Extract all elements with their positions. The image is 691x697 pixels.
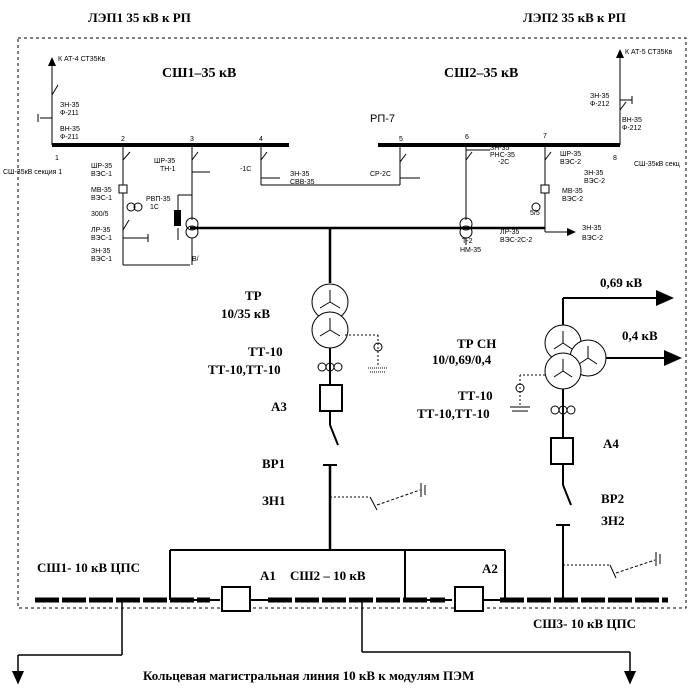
v-mark-label: В/	[192, 256, 199, 263]
rvp35-label: РВП-35	[146, 196, 171, 203]
lr35-2-label: ЛР-35	[500, 229, 519, 236]
rp7-boundary	[17, 37, 687, 609]
f211-label-a: Ф-211	[60, 110, 79, 117]
section1-label: СШ-35кВ секция 1	[3, 169, 62, 176]
rp7-label: РП-7	[370, 113, 395, 125]
zn35-2-label: ЗН-35	[584, 170, 604, 177]
zn35-2b-label: ЗН-35	[582, 225, 602, 232]
mv35-2-label: МВ-35	[562, 188, 583, 195]
trsn-label: ТР СН	[457, 336, 496, 351]
zn35-212-label: ЗН-35	[590, 93, 610, 100]
a3-label: А3	[271, 399, 287, 414]
tr-label: ТР	[245, 288, 262, 303]
a2-label: А2	[482, 561, 498, 576]
bay-7	[531, 145, 576, 236]
node-7: 7	[543, 133, 547, 140]
ssh1-10-label: СШ1- 10 кВ ЦПС	[37, 560, 140, 575]
c-1c-label: -1С	[240, 166, 251, 173]
ct-300-5-label: 300/5	[91, 211, 109, 218]
f211-label-b: Ф-211	[60, 134, 79, 141]
vr1-label: ВР1	[262, 456, 285, 471]
section2-label: СШ-35кВ секц	[634, 161, 680, 168]
ssh2-35-label: СШ2–35 кВ	[444, 66, 518, 81]
node-2: 2	[121, 136, 125, 143]
shr35-1-label: ШР-35	[91, 163, 112, 170]
zn1-label: ЗН1	[262, 493, 285, 508]
aux-transformer	[510, 290, 682, 600]
bay-3	[174, 145, 210, 265]
vze1-b-label: ВЭС-1	[91, 195, 112, 202]
bay-2	[118, 145, 190, 266]
c-2c-label: -2С	[498, 159, 509, 166]
ring-main-label: Кольцевая магистральная линия 10 кВ к мо…	[143, 668, 474, 683]
vr2-label: ВР2	[601, 491, 624, 506]
tt10-aux-label: ТТ-10	[458, 388, 493, 403]
tr-rating-label: 10/35 кВ	[221, 306, 270, 321]
vze1-a-label: ВЭС-1	[91, 171, 112, 178]
ct-5-5-label: 5/5	[530, 210, 540, 217]
lr35-1-label: ЛР-35	[91, 227, 110, 234]
vn35-211-label: ВН-35	[60, 126, 80, 133]
v069-label: 0,69 кВ	[600, 275, 642, 290]
vze1-d-label: ВЭС-1	[91, 256, 112, 263]
rns35-2c-label: РНС-35	[490, 152, 515, 159]
at5-label: К АТ-5 СТ35Кв	[625, 49, 673, 56]
rvp-1c-label: 1С	[150, 204, 159, 211]
switchgear-10kv	[169, 549, 506, 612]
bay-4	[260, 145, 400, 186]
lep2-label: ЛЭП2 35 кВ к РП	[523, 10, 626, 25]
v04-label: 0,4 кВ	[622, 328, 658, 343]
ssh3-10-label: СШ3- 10 кВ ЦПС	[533, 616, 636, 631]
shr35-tn-label: ШР-35	[154, 158, 175, 165]
sr-2c-label: СР-2С	[370, 171, 391, 178]
t2-label: Т-2	[462, 238, 473, 245]
node-4: 4	[259, 136, 263, 143]
trsn-rating-label: 10/0,69/0,4	[432, 352, 492, 367]
svv35-label: СВВ-35	[290, 179, 315, 186]
zn35-svv-label: ЗН-35	[290, 171, 310, 178]
lep1-label: ЛЭП1 35 кВ к РП	[88, 10, 191, 25]
vze2-d-label: ВЭС-2	[582, 235, 603, 242]
feeder-f211	[37, 57, 59, 145]
node-1: 1	[55, 155, 59, 162]
tn1-label: ТН-1	[160, 166, 176, 173]
f212-label-a: Ф-212	[590, 101, 609, 108]
feeder-f212	[616, 49, 633, 145]
zn35-1-label: ЗН-35	[91, 248, 111, 255]
at4-label: К АТ-4 СТ35Кв	[58, 56, 106, 63]
f212-label-b: Ф-212	[622, 125, 641, 132]
ssh2-10-label: СШ2 – 10 кВ	[290, 568, 366, 583]
zn35-2c-label: ЗН-35	[490, 145, 510, 152]
zn2-label: ЗН2	[601, 513, 624, 528]
shr35-2-label: ШР-35	[560, 151, 581, 158]
node-3: 3	[190, 136, 194, 143]
vze2-e-label: ВЭС-2С-2	[500, 237, 532, 244]
bay-6	[459, 145, 490, 245]
main-transformer	[311, 228, 426, 550]
vze1-c-label: ВЭС-1	[91, 235, 112, 242]
node-8: 8	[613, 155, 617, 162]
node-5: 5	[399, 136, 403, 143]
vze2-b-label: ВЭС-2	[584, 178, 605, 185]
ring-main-line	[12, 600, 636, 685]
tt10-label: ТТ-10	[248, 344, 283, 359]
a1-label: А1	[260, 568, 276, 583]
vn35-212-label: ВН-35	[622, 117, 642, 124]
tt10-set-label: ТТ-10,ТТ-10	[208, 362, 281, 377]
tt10-aux-set-label: ТТ-10,ТТ-10	[417, 406, 490, 421]
node-6: 6	[465, 134, 469, 141]
bay-5	[399, 145, 420, 185]
mv35-1-label: МВ-35	[91, 187, 112, 194]
ssh1-35-label: СШ1–35 кВ	[162, 66, 236, 81]
a4-label: А4	[603, 436, 619, 451]
zn35-211-label: ЗН-35	[60, 102, 80, 109]
vze2-c-label: ВЭС-2	[562, 196, 583, 203]
nm35-label: НМ-35	[460, 247, 481, 254]
vze2-a-label: ВЭС-2	[560, 159, 581, 166]
